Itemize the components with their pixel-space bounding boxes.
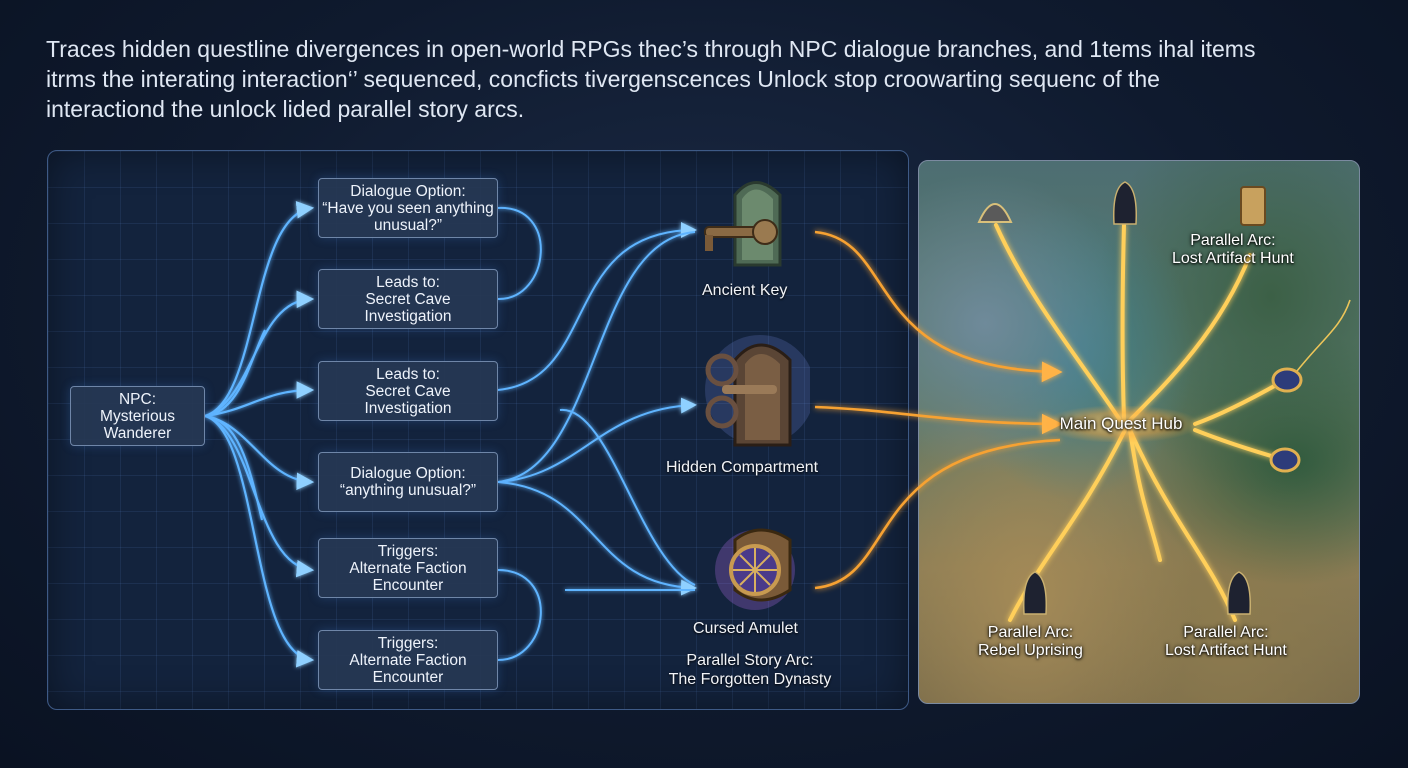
parallel-story-arc-label: Parallel Story Arc: The Forgotten Dynast…: [660, 651, 840, 689]
branch-node-line-3: Encounter: [372, 668, 444, 686]
hooded-figure-marker-icon[interactable]: [1224, 570, 1254, 616]
map-arc-left[interactable]: Parallel Arc: Rebel Uprising: [978, 624, 1083, 660]
hooded-figure-marker-icon[interactable]: [1110, 180, 1140, 226]
branch-node-trigger-2[interactable]: Triggers: Alternate Faction Encounter: [318, 630, 498, 690]
intro-line-2: itrms the interating interaction‘’ seque…: [46, 66, 1160, 92]
map-arc-top-line-1: Parallel Arc:: [1190, 232, 1276, 249]
branch-node-line-1: Dialogue Option:: [350, 182, 466, 200]
map-arc-right[interactable]: Parallel Arc: Lost Artifact Hunt: [1165, 624, 1287, 660]
branch-node-line-3: Investigation: [364, 307, 452, 325]
branch-node-line-1: Leads to:: [376, 273, 440, 291]
hooded-figure-marker-icon[interactable]: [1020, 570, 1050, 616]
branch-node-line-2: Alternate Faction: [349, 559, 467, 577]
parallel-story-arc-line-1: Parallel Story Arc:: [686, 652, 814, 669]
branch-node-line-2: Secret Cave: [365, 290, 451, 308]
branch-node-line-3: unusual?”: [373, 216, 443, 234]
branch-node-lead-2[interactable]: Leads to: Secret Cave Investigation: [318, 361, 498, 421]
branch-node-trigger-1[interactable]: Triggers: Alternate Faction Encounter: [318, 538, 498, 598]
cursed-amulet-label: Cursed Amulet: [693, 620, 798, 637]
branch-node-line-1: Leads to:: [376, 365, 440, 383]
map-arc-top-line-2: Lost Artifact Hunt: [1172, 250, 1294, 267]
map-arc-top[interactable]: Parallel Arc: Lost Artifact Hunt: [1172, 232, 1294, 268]
npc-node-line-3: Wanderer: [103, 424, 172, 442]
branch-node-lead-1[interactable]: Leads to: Secret Cave Investigation: [318, 269, 498, 329]
branch-node-line-1: Triggers:: [377, 634, 439, 652]
main-quest-hub[interactable]: Main Quest Hub: [1046, 406, 1196, 442]
hidden-compartment-icon[interactable]: [700, 330, 810, 450]
helmet-marker-icon[interactable]: [975, 192, 1015, 228]
branch-node-line-2: Alternate Faction: [349, 651, 467, 669]
branch-node-dialogue-2[interactable]: Dialogue Option: “anything unusual?”: [318, 452, 498, 512]
parallel-story-arc-line-2: The Forgotten Dynasty: [668, 671, 832, 688]
ancient-key-label: Ancient Key: [702, 282, 788, 299]
hidden-compartment-label: Hidden Compartment: [666, 459, 819, 476]
branch-node-line-2: “Have you seen anything: [322, 199, 494, 217]
intro-line-3: interactiond the unlock lided parallel s…: [46, 96, 525, 122]
branch-node-line-1: Dialogue Option:: [350, 465, 466, 482]
intro-text: Traces hidden questline divergences in o…: [46, 34, 1366, 124]
shield-marker-icon[interactable]: [1268, 445, 1302, 475]
branch-node-dialogue-1[interactable]: Dialogue Option: “Have you seen anything…: [318, 178, 498, 238]
map-arc-right-line-1: Parallel Arc:: [1183, 624, 1269, 641]
npc-node-line-1: NPC:: [118, 390, 157, 408]
map-arc-left-line-1: Parallel Arc:: [987, 624, 1074, 641]
ancient-key-icon[interactable]: [700, 165, 810, 275]
intro-line-1: Traces hidden questline divergences in o…: [46, 36, 1256, 62]
branch-node-line-3: Investigation: [364, 399, 452, 417]
cursed-amulet-icon[interactable]: [715, 520, 805, 610]
branch-node-line-2: Secret Cave: [365, 382, 451, 400]
npc-node[interactable]: NPC: Mysterious Wanderer: [70, 386, 205, 446]
branch-node-line-3: Encounter: [372, 576, 444, 594]
shield-marker-icon[interactable]: [1270, 365, 1304, 395]
branch-node-line-1: Triggers:: [377, 542, 439, 560]
branch-node-line-2: “anything unusual?”: [339, 482, 477, 499]
map-arc-right-line-2: Lost Artifact Hunt: [1165, 642, 1287, 659]
scroll-marker-icon[interactable]: [1236, 184, 1270, 228]
npc-node-line-2: Mysterious: [100, 407, 175, 425]
map-arc-left-line-2: Rebel Uprising: [978, 642, 1083, 659]
